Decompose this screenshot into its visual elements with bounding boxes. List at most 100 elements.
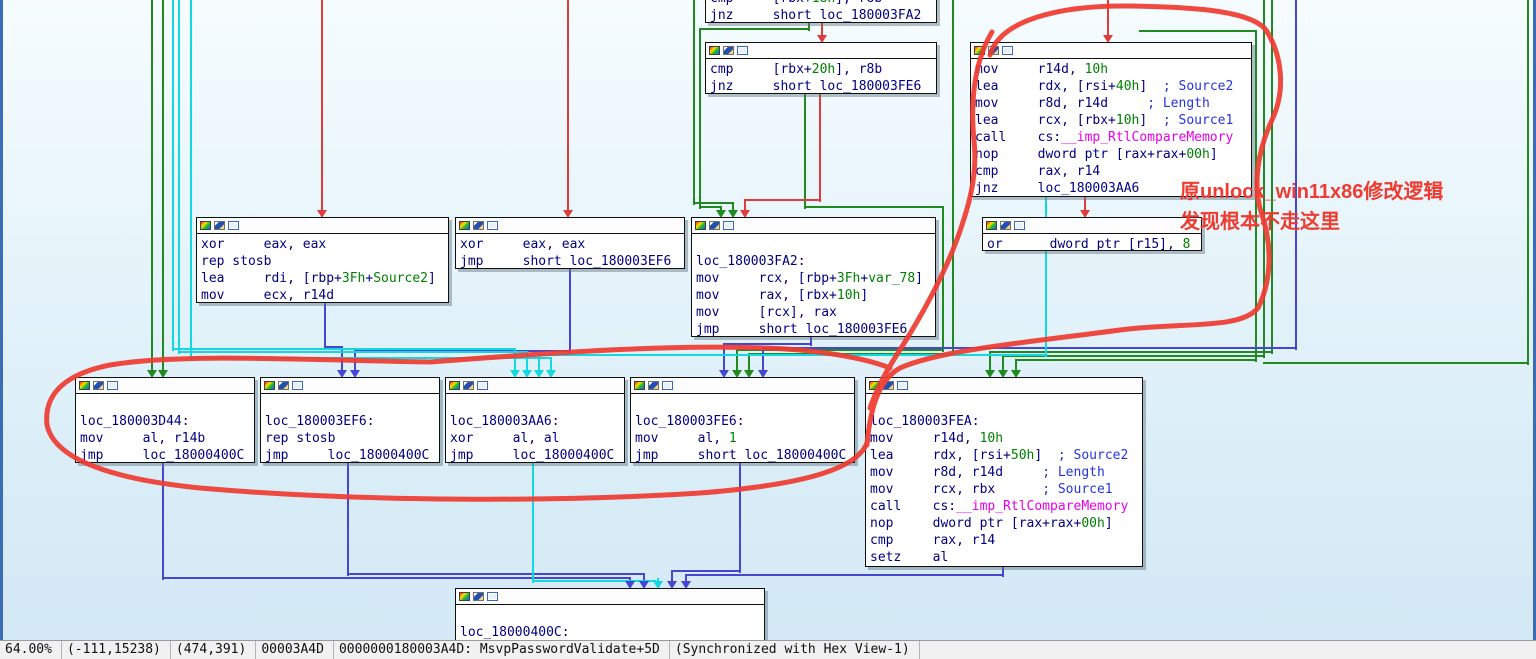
asm-line: or dword ptr [r15], 8 (987, 237, 1191, 252)
edit-icon[interactable] (988, 46, 999, 55)
asm-line: jmp short loc_18000400C (635, 448, 847, 463)
palette-icon[interactable] (634, 381, 645, 390)
asm-line: loc_180003FE6: (635, 414, 745, 429)
asm-line: cmp [rbx+18h], r8b (710, 0, 936, 7)
keyboard-icon[interactable] (1014, 221, 1025, 230)
asm-line: loc_180003D44: (80, 414, 190, 429)
keyboard-icon[interactable] (723, 221, 734, 230)
edit-icon[interactable] (93, 381, 104, 390)
asm-line: jmp loc_18000400C (265, 448, 430, 463)
keyboard-icon[interactable] (897, 381, 908, 390)
block-title-bar (706, 43, 936, 59)
edge-arrowhead (740, 210, 750, 218)
keyboard-icon[interactable] (737, 46, 748, 55)
keyboard-icon[interactable] (662, 381, 673, 390)
asm-line: loc_180003EF6: (265, 414, 375, 429)
asm-line (635, 396, 854, 413)
edge-segment (804, 94, 806, 209)
edit-icon[interactable] (463, 381, 474, 390)
asm-line: mov r8d, r14d ; Length (975, 96, 1210, 111)
basic-block-rtlcompare-1[interactable]: mov r14d, 10h lea rdx, [rsi+40h] ; Source… (970, 42, 1252, 197)
palette-icon[interactable] (459, 592, 470, 601)
palette-icon[interactable] (200, 221, 211, 230)
palette-icon[interactable] (264, 381, 275, 390)
keyboard-icon[interactable] (292, 381, 303, 390)
edge-segment (693, 202, 734, 204)
edge-segment (567, 0, 569, 212)
asm-line: xor eax, eax (201, 237, 327, 252)
edge-segment (1263, 362, 1529, 364)
edit-icon[interactable] (648, 381, 659, 390)
palette-icon[interactable] (709, 46, 720, 55)
edit-icon[interactable] (1000, 221, 1011, 230)
edit-icon[interactable] (214, 221, 225, 230)
keyboard-icon[interactable] (1002, 46, 1013, 55)
edge-segment (347, 573, 645, 575)
edge-segment (942, 207, 944, 352)
basic-block-or-r15[interactable]: or dword ptr [r15], 8 (982, 217, 1202, 252)
edge-segment (685, 575, 687, 583)
edge-arrowhead (728, 210, 738, 218)
asm-line: mov r14d, 10h (975, 62, 1109, 77)
keyboard-icon[interactable] (487, 221, 498, 230)
edge-segment (1295, 0, 1297, 350)
edit-icon[interactable] (709, 221, 720, 230)
asm-line: lea rdx, [rsi+40h] ; Source2 (975, 79, 1234, 94)
edit-icon[interactable] (723, 46, 734, 55)
asm-line: cmp [rbx+20h], r8b (710, 62, 883, 77)
edit-icon[interactable] (473, 592, 484, 601)
edge-arrowhead (667, 581, 677, 589)
edge-segment (736, 349, 944, 351)
block-title-bar (261, 378, 439, 394)
edge-segment (671, 570, 741, 572)
edge-segment (819, 94, 821, 202)
keyboard-icon[interactable] (228, 221, 239, 230)
keyboard-icon[interactable] (487, 592, 498, 601)
edge-arrowhead (681, 581, 691, 589)
status-segment-1: (-111,15238) (62, 641, 171, 659)
edge-arrowhead (639, 581, 649, 589)
keyboard-icon[interactable] (477, 381, 488, 390)
palette-icon[interactable] (695, 221, 706, 230)
edge-segment (162, 463, 164, 580)
palette-icon[interactable] (869, 381, 880, 390)
edge-segment (693, 0, 695, 205)
edit-icon[interactable] (278, 381, 289, 390)
block-title-bar (971, 43, 1251, 59)
palette-icon[interactable] (986, 221, 997, 230)
block-title-bar (631, 378, 854, 394)
edge-segment (699, 28, 810, 30)
keyboard-icon[interactable] (107, 381, 118, 390)
asm-line (80, 396, 254, 413)
basic-block-loc_180003FA2[interactable]: loc_180003FA2:mov rcx, [rbp+3Fh+var_78]m… (691, 217, 936, 337)
edge-segment (151, 0, 153, 372)
basic-block-loc_18000400C[interactable]: loc_18000400C: (455, 588, 765, 640)
asm-line: mov rax, [rbx+10h] (696, 288, 869, 303)
edit-icon[interactable] (883, 381, 894, 390)
asm-line: nop dword ptr [rax+rax+00h] (870, 516, 1113, 531)
block-title-bar (692, 218, 935, 234)
palette-icon[interactable] (974, 46, 985, 55)
edge-arrowhead (817, 35, 827, 43)
edge-segment (178, 351, 528, 353)
palette-icon[interactable] (79, 381, 90, 390)
annotation-text-line1: 原unlock_win11x86修改逻辑 (1180, 181, 1444, 203)
palette-icon[interactable] (449, 381, 460, 390)
edge-segment (952, 0, 954, 356)
edit-icon[interactable] (473, 221, 484, 230)
palette-icon[interactable] (459, 221, 470, 230)
edge-segment (657, 578, 659, 583)
asm-line: mov al, r14b (80, 431, 206, 446)
